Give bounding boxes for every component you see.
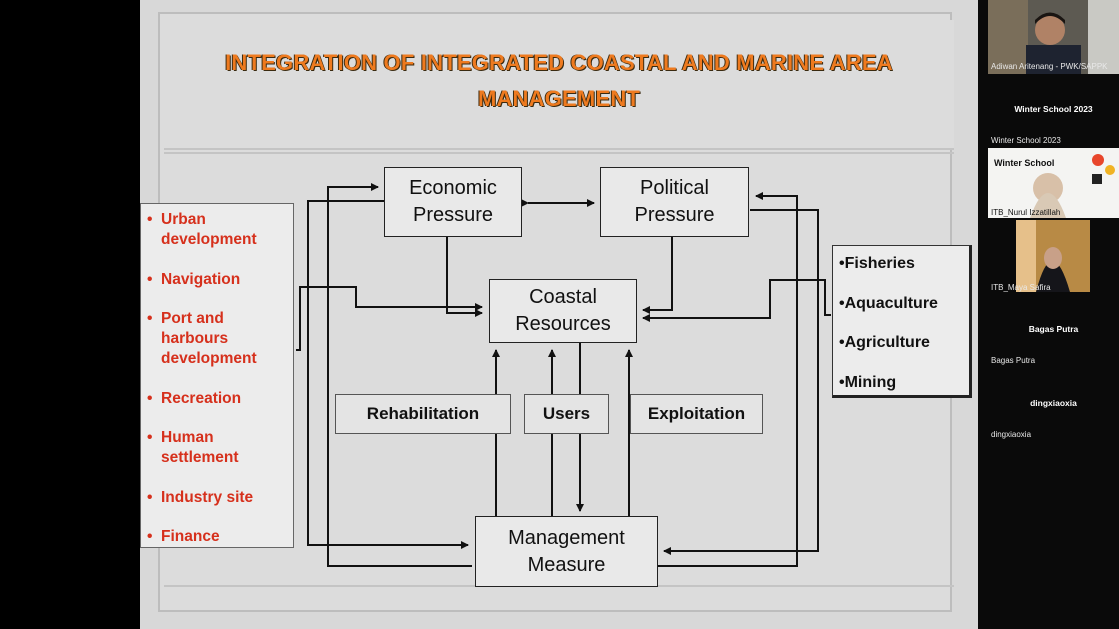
- participant-sidebar: [978, 0, 1119, 629]
- participant-tile[interactable]: Adiwan Aritenang - PWK/SAPPK: [988, 0, 1119, 74]
- video-feed: [988, 148, 1119, 218]
- list-item: •Aquaculture: [839, 294, 938, 312]
- slide-title-line2: MANAGEMENT: [477, 86, 641, 111]
- list-item: •Industry site: [147, 488, 254, 506]
- participant-caption: Winter School 2023: [991, 136, 1061, 145]
- participant-name: Bagas Putra: [1028, 324, 1079, 334]
- participant-name: dingxiaoxia: [1030, 398, 1077, 408]
- video-feed: [988, 0, 1119, 74]
- list-item: •Fisheries: [839, 255, 915, 272]
- participant-caption: Bagas Putra: [991, 356, 1036, 365]
- arrow-economic-coastal: [446, 237, 483, 317]
- video-feed: [1016, 220, 1090, 292]
- list-item: •Navigation: [147, 270, 241, 288]
- arrow-management-economic: [327, 183, 472, 567]
- divider: [164, 152, 954, 154]
- participant-name: ITB_Maya Safira: [991, 283, 1051, 292]
- list-item: •Mining: [839, 373, 897, 391]
- list-item: •Finance: [147, 528, 220, 545]
- list-item: •Recreation: [147, 389, 242, 407]
- exploitation-box: Exploitation: [630, 394, 763, 434]
- participant-tile[interactable]: [1016, 220, 1090, 292]
- list-item: •Agriculture: [839, 334, 930, 351]
- participant-tile[interactable]: Winter School ITB_Nurul Izzatillah: [988, 148, 1119, 218]
- participant-name: ITB_Nurul Izzatillah: [991, 208, 1061, 217]
- thumbnail-text: Winter School: [994, 158, 1055, 168]
- arrow-management-political: [658, 192, 798, 567]
- arrow-political-management: [663, 209, 819, 555]
- slide-title-line1: INTEGRATION OF INTEGRATED COASTAL AND MA…: [225, 50, 893, 75]
- arrow-leftlist-coastal: [296, 286, 483, 351]
- rehabilitation-box: Rehabilitation: [335, 394, 511, 434]
- marine-use-list: •Fisheries •Aquaculture •Agriculture •Mi…: [832, 245, 972, 398]
- title-area: [164, 20, 954, 150]
- arrow-political-coastal: [642, 237, 673, 314]
- arrow-economic-management: [307, 200, 469, 549]
- participant-name: Adiwan Aritenang - PWK/SAPPK: [991, 62, 1108, 71]
- participant-caption: dingxiaoxia: [991, 430, 1032, 439]
- users-box: Users: [524, 394, 609, 434]
- participant-name: Winter School 2023: [1014, 104, 1093, 114]
